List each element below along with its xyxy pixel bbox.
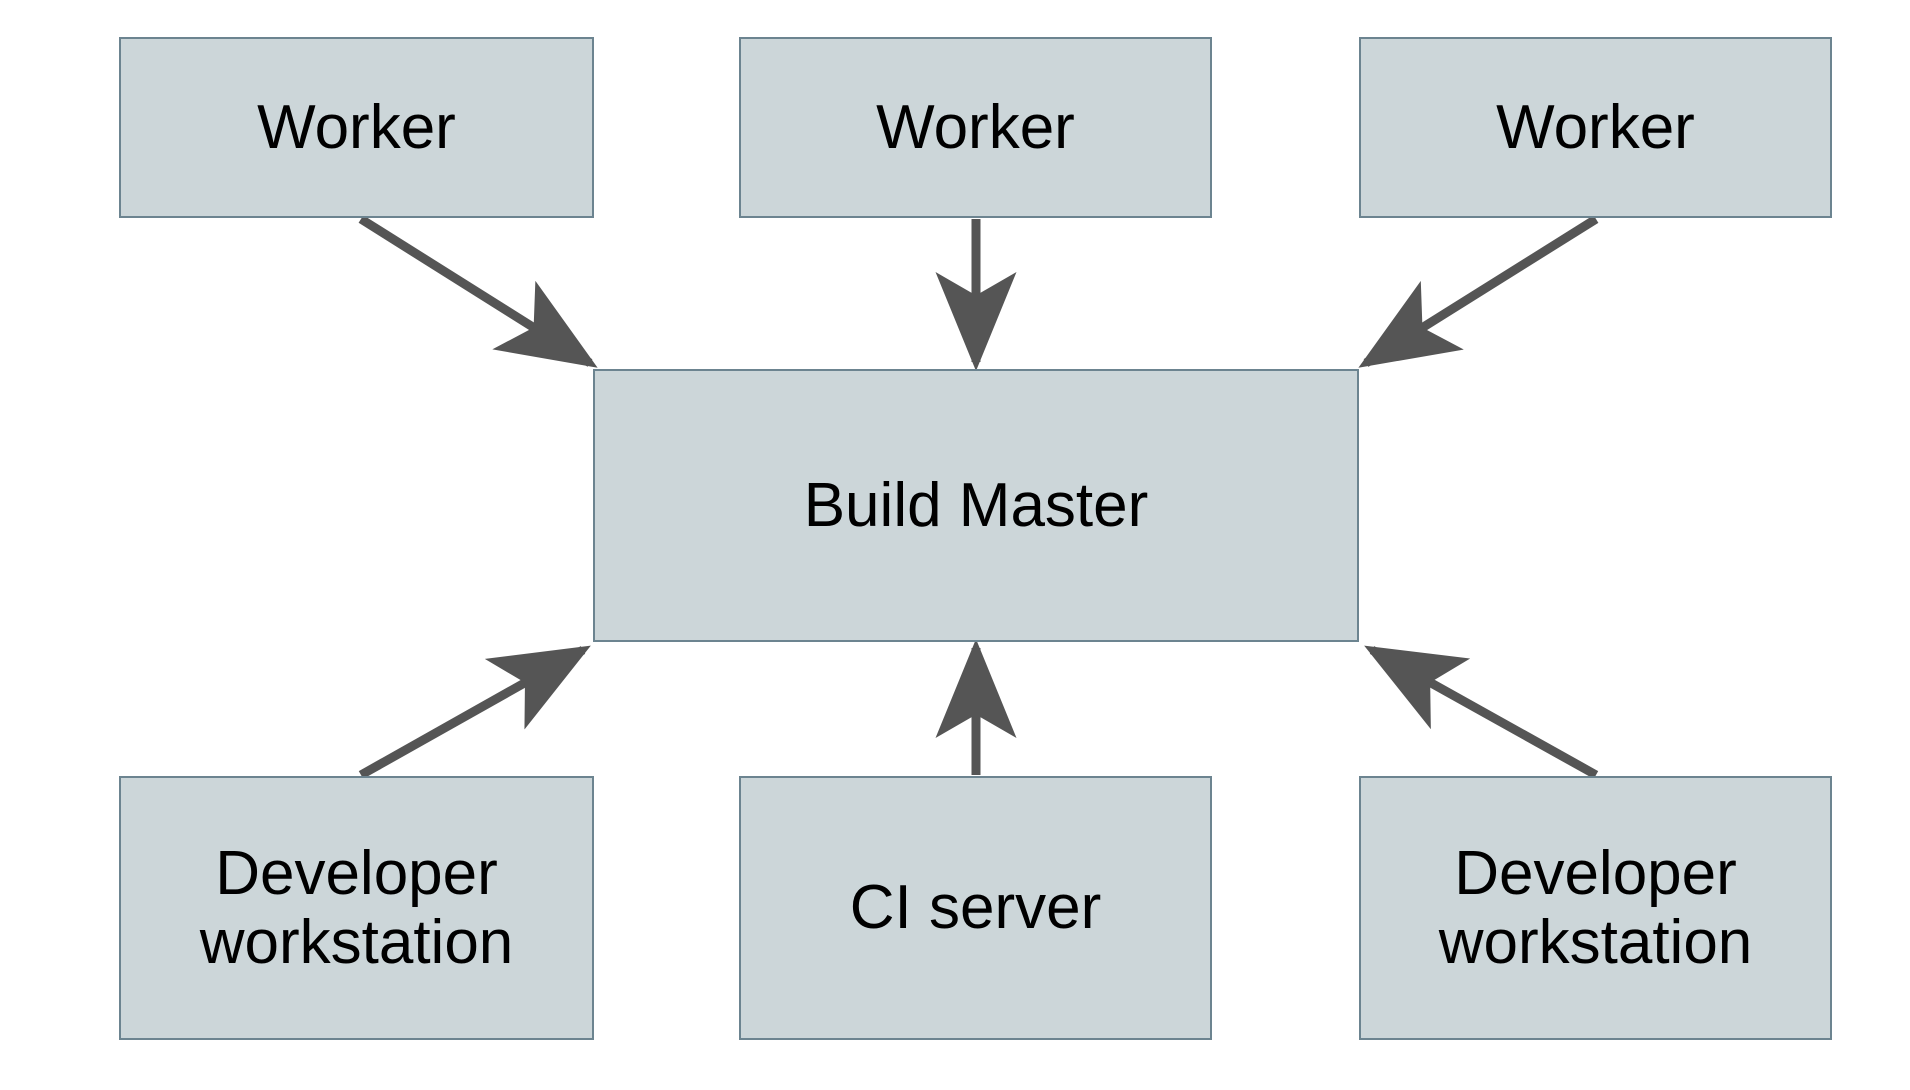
edge-worker-3-to-build-master (1358, 215, 1599, 368)
node-worker-2[interactable]: Worker (739, 37, 1212, 218)
edge-dev-left-to-build-master (358, 645, 591, 779)
node-worker-3[interactable]: Worker (1359, 37, 1832, 218)
node-developer-workstation-left[interactable]: Developer workstation (119, 776, 594, 1040)
edge-worker-1-to-build-master (358, 215, 598, 368)
node-worker-1-label: Worker (257, 92, 456, 162)
node-ci-server[interactable]: CI server (739, 776, 1212, 1040)
node-worker-1[interactable]: Worker (119, 37, 594, 218)
edge-dev-right-to-build-master (1364, 645, 1599, 779)
node-ci-server-label: CI server (849, 873, 1102, 943)
node-developer-workstation-left-label: Developer workstation (199, 838, 514, 977)
node-build-master-label: Build Master (803, 470, 1149, 540)
node-build-master[interactable]: Build Master (593, 369, 1359, 642)
node-worker-3-label: Worker (1496, 92, 1695, 162)
node-developer-workstation-right[interactable]: Developer workstation (1359, 776, 1832, 1040)
node-worker-2-label: Worker (876, 92, 1075, 162)
node-developer-workstation-right-label: Developer workstation (1438, 838, 1753, 977)
